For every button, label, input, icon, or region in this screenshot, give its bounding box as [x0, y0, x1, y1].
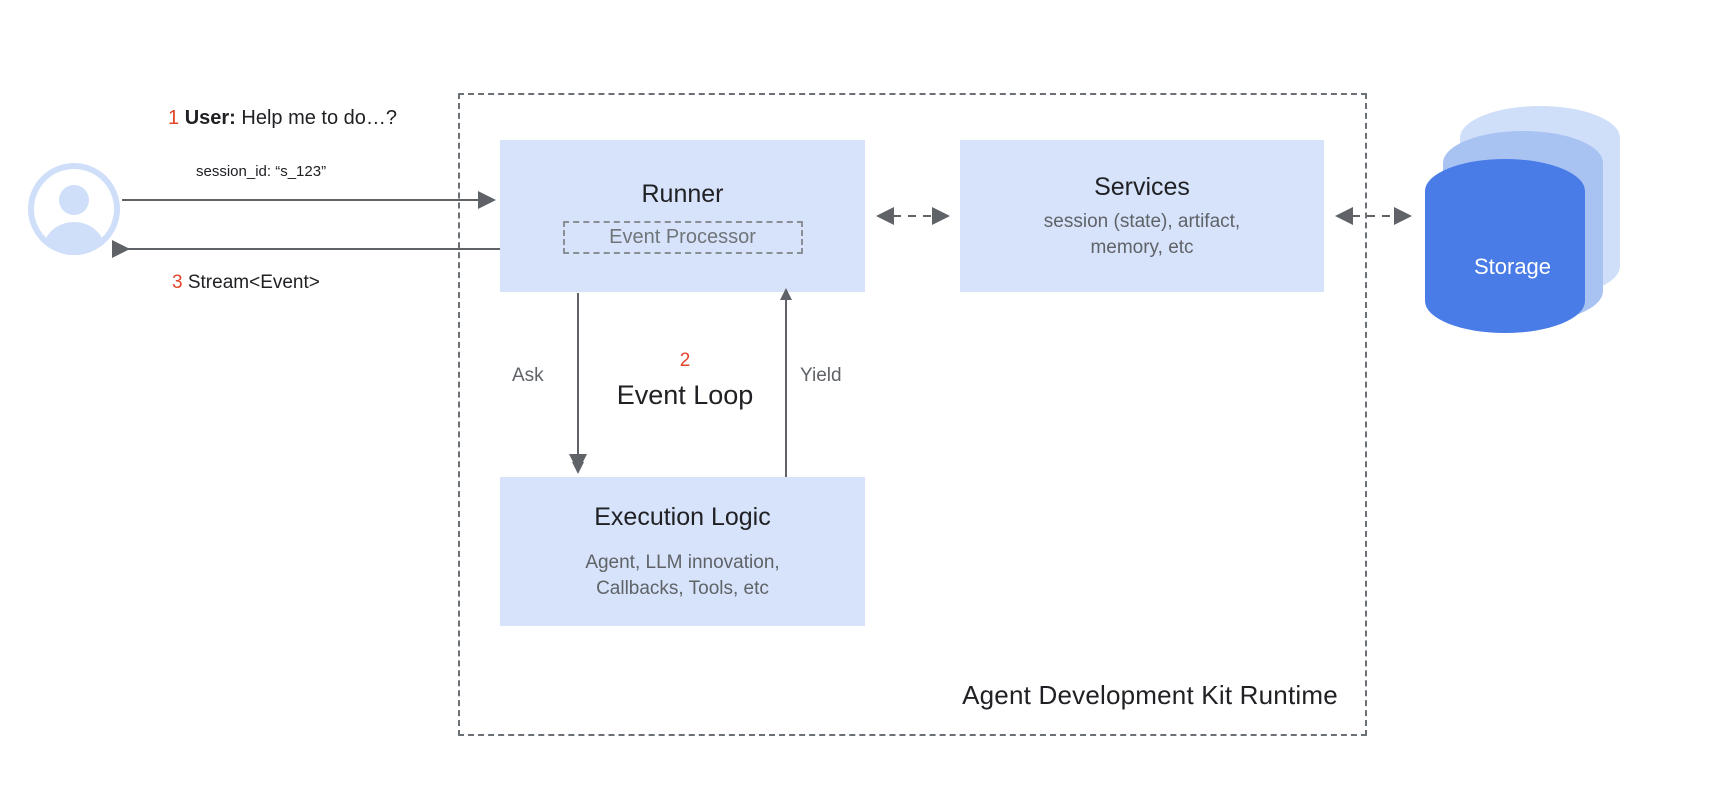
- event-loop-title: Event Loop: [616, 380, 754, 410]
- user-request-text: Help me to do…?: [235, 107, 398, 129]
- adk-runtime-title: Agent Development Kit Runtime: [962, 680, 1338, 710]
- user-request-speaker: User:: [184, 107, 236, 129]
- services-subtitle-line-1: session (state), artifact,: [1043, 211, 1241, 233]
- execution-logic-subtitle: Agent, LLM innovation, Callbacks, Tools,…: [585, 550, 779, 600]
- runner-box: Runner Event Processor: [500, 140, 865, 292]
- execution-logic-subtitle-line-2: Callbacks, Tools, etc: [596, 577, 769, 599]
- adk-runtime-boundary: [458, 93, 1367, 736]
- yield-label: Yield: [800, 365, 842, 386]
- execution-logic-title: Execution Logic: [594, 503, 771, 532]
- execution-logic-subtitle-line-1: Agent, LLM innovation,: [585, 552, 780, 574]
- user-request-label: 1 User: Help me to do…?: [168, 107, 397, 130]
- storage-label: Storage: [1473, 254, 1552, 279]
- session-id-label: session_id: “s_123”: [196, 163, 327, 180]
- stream-response-text: Stream<Event>: [187, 272, 320, 293]
- database-cylinder-stack-icon: Storage: [1405, 96, 1675, 336]
- event-processor-box: Event Processor: [562, 220, 803, 254]
- ask-label: Ask: [512, 365, 544, 386]
- step-1-number: 1: [168, 107, 180, 129]
- runner-title: Runner: [641, 179, 724, 208]
- execution-logic-box: Execution Logic Agent, LLM innovation, C…: [500, 477, 865, 626]
- stream-response-label: 3 Stream<Event>: [172, 272, 320, 294]
- step-3-number: 3: [172, 272, 183, 293]
- person-avatar-icon: [28, 163, 120, 256]
- services-title: Services: [1094, 173, 1190, 202]
- step-2-number: 2: [679, 350, 691, 371]
- services-subtitle-line-2: memory, etc: [1090, 236, 1194, 258]
- services-subtitle: session (state), artifact, memory, etc: [1044, 209, 1240, 259]
- services-box: Services session (state), artifact, memo…: [960, 140, 1324, 292]
